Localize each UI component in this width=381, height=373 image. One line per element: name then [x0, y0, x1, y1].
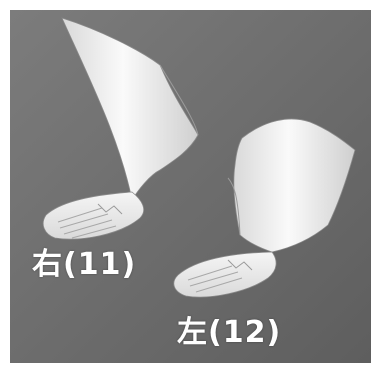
label-left-foot: 左(12)	[177, 315, 282, 350]
paper-foot-left	[173, 118, 356, 298]
paper-foot-right	[42, 17, 199, 240]
paper-feet-photo	[10, 10, 371, 363]
photo-frame: 右(11) 左(12)	[10, 10, 371, 363]
label-right-foot: 右(11)	[32, 247, 137, 282]
